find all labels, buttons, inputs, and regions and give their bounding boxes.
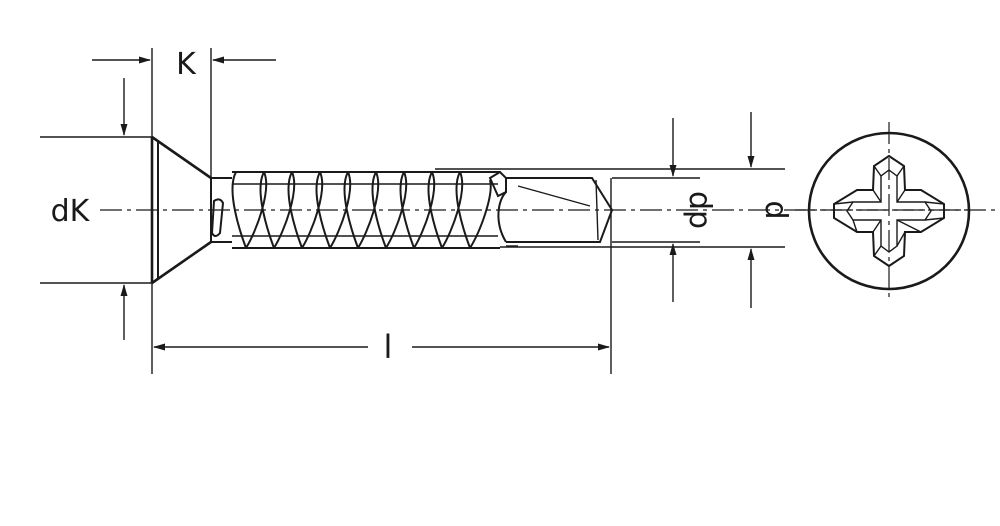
drill-tip [488, 170, 614, 247]
drill-diameter-dimension: dp [669, 118, 717, 302]
countersunk-head [150, 135, 212, 285]
head-outline [807, 131, 971, 291]
length-label: l [384, 328, 393, 366]
head-top-view [795, 122, 975, 300]
diameter-extension-lines [435, 168, 785, 248]
head-diameter-dimension: dK [40, 78, 152, 340]
thread-section [231, 171, 500, 249]
phillips-recess-icon [833, 154, 945, 268]
head-diameter-label: dK [51, 194, 91, 229]
screw-side-view [150, 135, 614, 285]
thread-diameter-label: d [758, 200, 793, 219]
thread-diameter-dimension: d [747, 112, 793, 308]
head-height-label: K [176, 47, 197, 82]
drill-diameter-label: dp [682, 191, 717, 229]
